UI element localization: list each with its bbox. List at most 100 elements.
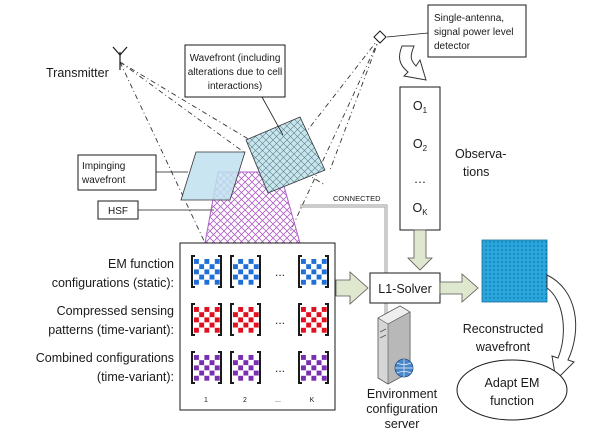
- matrix-cell: [214, 269, 220, 275]
- matrix-cell: [199, 322, 205, 328]
- matrix-cell: [253, 264, 259, 270]
- transmitter-label: Transmitter: [46, 66, 109, 80]
- matrix-cell: [214, 317, 220, 323]
- matrix-bracket-right: [325, 255, 329, 288]
- server-label-line1: Environment: [367, 387, 438, 401]
- matrix-bracket-right: [325, 351, 329, 384]
- matrix-cell: [194, 365, 199, 371]
- reflected-wavefront-shape: [245, 116, 326, 194]
- matrix-cell: [214, 307, 220, 312]
- observation-item-k: OK: [412, 201, 428, 217]
- matrix-cell: [311, 355, 317, 360]
- matrix-cell: [233, 360, 238, 366]
- matrix-cell: [238, 307, 244, 312]
- matrix-cell: [243, 312, 249, 318]
- config-row-2-line1: Compressed sensing: [57, 304, 174, 318]
- matrix-cell: [194, 279, 199, 285]
- matrix-cell: [248, 307, 254, 312]
- matrix-cell: [301, 375, 306, 381]
- matrix-cell: [209, 264, 215, 270]
- config-row-1-line2: configurations (static):: [52, 276, 174, 290]
- matrix-cell: [233, 264, 238, 270]
- server-label-line3: server: [385, 417, 420, 431]
- matrix-cell: [253, 370, 259, 376]
- observations-label-line2: tions: [463, 165, 489, 179]
- matrix-cell: [306, 360, 312, 366]
- matrix-cell: [306, 370, 312, 376]
- adapt-em-label-line2: function: [490, 394, 534, 408]
- matrix-cell: [233, 312, 238, 318]
- matrix-cell: [321, 279, 327, 285]
- matrix-cell: [311, 375, 317, 381]
- matrix-cell: [238, 269, 244, 275]
- matrix-bracket-left: [298, 255, 302, 288]
- matrix-bracket-right: [257, 303, 261, 336]
- down-arrow-icon: [407, 229, 433, 271]
- matrix-cell: [199, 274, 205, 280]
- matrix-cell: [214, 375, 220, 381]
- matrix-cell: [301, 259, 306, 264]
- matrix-cell: [209, 274, 215, 280]
- matrix-cell: [248, 355, 254, 360]
- matrix-cell: [209, 360, 215, 366]
- matrix-cell: [194, 327, 199, 333]
- feedback-curved-arrow-icon: [546, 274, 577, 382]
- wavefront-label-line1: Wavefront (including: [190, 53, 281, 64]
- matrix-cell: [214, 355, 220, 360]
- column-label-ellipsis: ...: [275, 397, 281, 404]
- matrix-bracket-left: [191, 303, 195, 336]
- matrix-cell: [311, 327, 317, 333]
- matrix-cell: [204, 327, 210, 333]
- matrix-cell: [194, 269, 199, 275]
- matrix-cell: [238, 355, 244, 360]
- impinging-label-box: [77, 154, 157, 191]
- impinging-label-line1: Impinging: [82, 161, 125, 172]
- matrix-bracket-left: [230, 303, 234, 336]
- matrix-cell: [214, 365, 220, 371]
- adapt-em-ellipse: [456, 359, 568, 421]
- matrix-cell: [321, 317, 327, 323]
- matrix-cell: [316, 274, 322, 280]
- matrix-cell: [321, 327, 327, 333]
- config-row-3-line2: (time-variant):: [97, 370, 174, 384]
- matrix-bracket-left: [191, 255, 195, 288]
- l1-solver-label: L1-Solver: [378, 282, 432, 296]
- matrix-cell: [238, 375, 244, 381]
- matrix-cell: [301, 269, 306, 275]
- transmitter-antenna-icon: [112, 46, 128, 70]
- hsf-label: HSF: [108, 206, 128, 217]
- matrix-cell: [311, 259, 317, 264]
- matrix-bracket-left: [230, 255, 234, 288]
- matrix-cell: [321, 355, 327, 360]
- server-icon: [377, 305, 414, 385]
- detector-leader: [386, 32, 429, 38]
- matrix-cell: [248, 259, 254, 264]
- config-row-1-line1: EM function: [108, 257, 174, 271]
- matrix-cell: [306, 264, 312, 270]
- reconstructed-label-line1: Reconstructed: [463, 322, 544, 336]
- matrix-cell: [204, 365, 210, 371]
- wavefront-label-line3: interactions): [208, 81, 262, 92]
- matrix-cell: [301, 279, 306, 285]
- reconstructed-wavefront-shape: [481, 239, 548, 303]
- matrix-cell: [214, 327, 220, 333]
- matrix-cell: [194, 259, 199, 264]
- matrix-cell: [311, 307, 317, 312]
- matrix-cell: [253, 322, 259, 328]
- matrix-cell: [321, 269, 327, 275]
- wavefront-label-line2: alterations due to cell: [188, 67, 283, 78]
- wavefront-leader: [261, 96, 284, 136]
- matrix-cell: [301, 317, 306, 323]
- matrix-cell: [253, 360, 259, 366]
- matrix-cell: [238, 259, 244, 264]
- matrix-cell: [194, 317, 199, 323]
- observation-item-1: O1: [413, 99, 428, 115]
- matrix-cell: [204, 375, 210, 381]
- matrix-cell: [204, 259, 210, 264]
- detector-label-line2: signal power level: [434, 27, 514, 38]
- matrix-cell: [204, 269, 210, 275]
- column-label-k: K: [310, 397, 315, 404]
- curved-arrow-icon: [399, 45, 427, 81]
- matrix-cell: [243, 264, 249, 270]
- observation-item-2: O2: [413, 137, 428, 153]
